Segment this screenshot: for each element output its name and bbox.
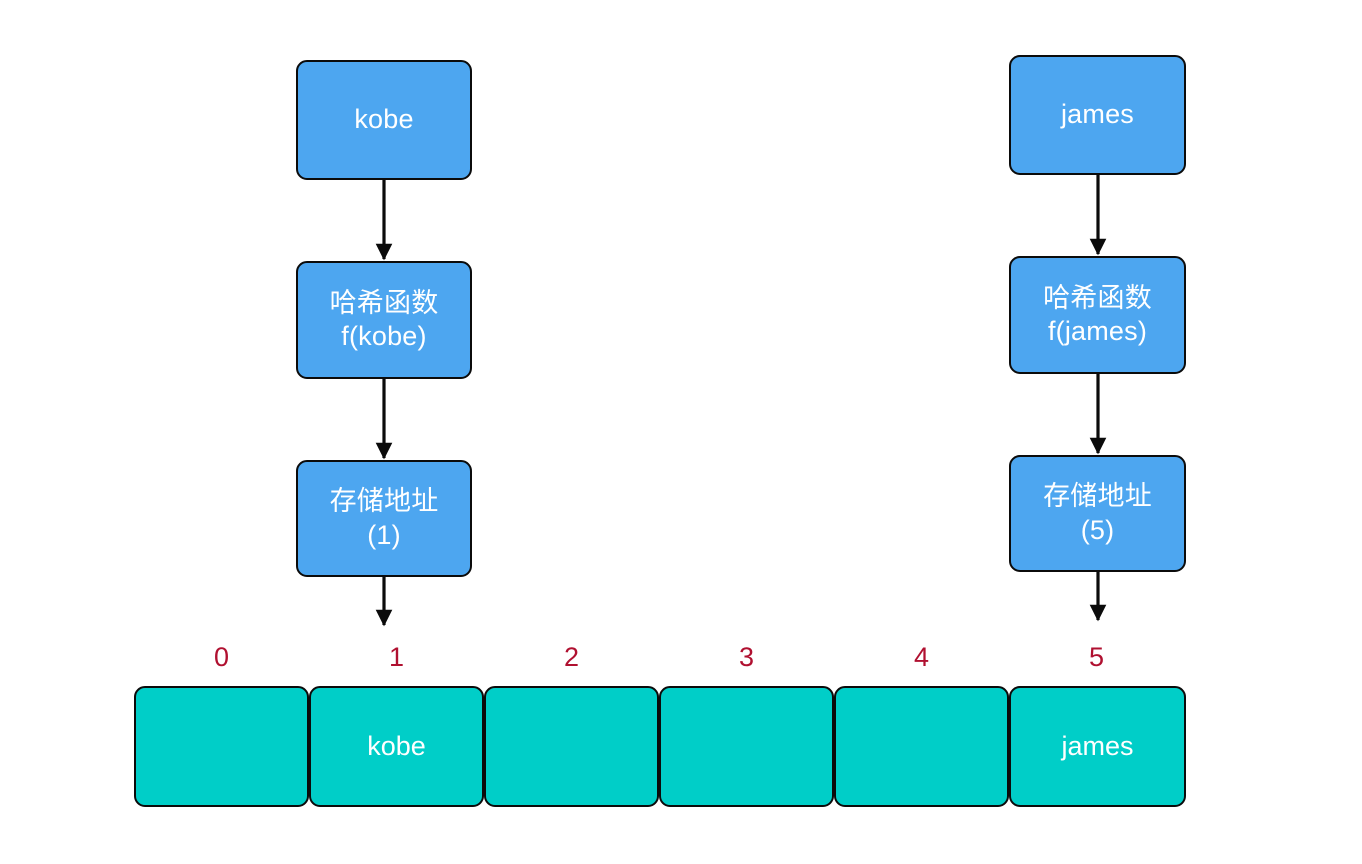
array-index-4: 4: [913, 642, 930, 672]
node-hash-kobe: 哈希函数 f(kobe): [296, 261, 472, 379]
node-address-james-line2: (5): [1080, 514, 1115, 545]
array-index-0: 0: [213, 642, 230, 672]
node-key-james: james: [1009, 55, 1186, 175]
array-index-1: 1: [388, 642, 405, 672]
node-hash-james: 哈希函数 f(james): [1009, 256, 1186, 374]
node-hash-kobe-line2: f(kobe): [341, 321, 427, 351]
array-cell-5: james: [1009, 686, 1186, 807]
array-cell-3: [659, 686, 834, 807]
array-index-5: 5: [1088, 642, 1105, 672]
node-key-kobe: kobe: [296, 60, 472, 180]
node-address-james: 存储地址 (5): [1009, 455, 1186, 572]
array-cell-2: [484, 686, 659, 807]
array-index-2: 2: [563, 642, 580, 672]
node-address-kobe: 存储地址 (1): [296, 460, 472, 577]
node-address-kobe-line2: (1): [367, 519, 401, 550]
node-hash-kobe-line1: 哈希函数: [329, 287, 439, 318]
node-key-kobe-label: kobe: [354, 104, 414, 135]
node-hash-james-line1: 哈希函数: [1043, 282, 1152, 313]
node-address-kobe-line1: 存储地址: [329, 486, 439, 517]
array-cell-1: kobe: [309, 686, 484, 807]
array-cell-0: [134, 686, 309, 807]
array-index-3: 3: [738, 642, 755, 672]
node-key-james-label: james: [1060, 99, 1135, 130]
node-address-james-line1: 存储地址: [1043, 481, 1152, 512]
array-cell-4: [834, 686, 1009, 807]
node-hash-james-line2: f(james): [1047, 316, 1148, 346]
